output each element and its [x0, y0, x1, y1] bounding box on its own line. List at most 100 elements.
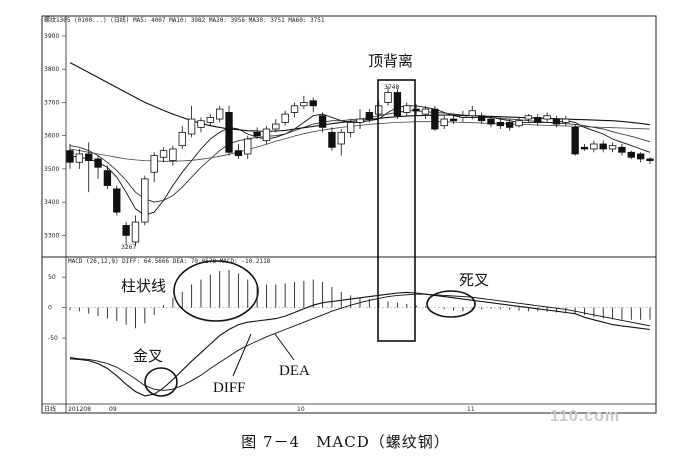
price-panel-header: 螺纹1305 (0100...) (日线) MA5: 4007 MA10: 39… — [44, 16, 325, 24]
histogram-label: 柱状线 — [121, 277, 166, 295]
candle — [384, 86, 392, 106]
candle-body-up — [262, 128, 271, 142]
candle-body-down — [627, 151, 635, 158]
macd-y-ticks: 500-50 — [48, 274, 66, 342]
candle-body-down — [113, 188, 121, 213]
candle-body-up — [543, 115, 551, 120]
candle — [421, 105, 430, 120]
candle-body-up — [131, 221, 140, 243]
candle — [636, 152, 645, 163]
price-tick-label-6: 3300 — [44, 232, 59, 239]
price-tick-label-3: 3600 — [44, 133, 59, 140]
candle — [571, 124, 579, 156]
candle — [356, 109, 364, 130]
watermark-logo: 110.com — [550, 408, 621, 425]
candle — [103, 165, 112, 189]
golden-cross-ellipse — [144, 367, 178, 397]
candle-body-down — [328, 131, 336, 148]
candle-body-up — [141, 178, 149, 223]
candle-body-down — [234, 150, 243, 157]
macd-lines — [69, 291, 651, 397]
candle-body-up — [187, 118, 196, 135]
candle-body-up — [337, 131, 345, 145]
candle-body-down — [253, 131, 261, 137]
candle-body-up — [178, 131, 186, 147]
candle-body-up — [281, 113, 289, 123]
candle-body-down — [599, 143, 607, 150]
x-label-0: 201208 — [68, 406, 91, 413]
macd-tick-label-0: 50 — [48, 274, 56, 281]
candle — [150, 152, 158, 183]
candle-body-up — [515, 120, 523, 127]
candle-body-up — [356, 118, 364, 123]
candle — [281, 110, 289, 126]
candle — [468, 105, 476, 120]
candle — [206, 114, 214, 126]
candle-body-up — [216, 108, 224, 120]
candle — [496, 117, 504, 130]
candle-body-up — [459, 115, 467, 118]
candle-body-down — [318, 115, 327, 128]
candle — [225, 105, 233, 156]
candle-body-up — [290, 105, 299, 113]
candle-body-down — [393, 92, 402, 117]
candle-body-down — [66, 150, 74, 163]
candle-body-down — [309, 100, 317, 107]
candle — [113, 185, 121, 216]
candle-body-up — [272, 123, 280, 130]
histogram-ellipse — [173, 260, 259, 322]
candle — [618, 143, 626, 156]
candle — [328, 127, 336, 151]
candle — [66, 143, 74, 169]
candle — [94, 155, 102, 179]
candle-body-up — [524, 115, 533, 120]
price-tick-label-1: 3800 — [44, 66, 59, 73]
candlestick-series — [66, 86, 654, 247]
candle — [234, 143, 243, 159]
candle-body-down — [449, 118, 458, 122]
candle-body-up — [440, 118, 448, 127]
candle — [459, 110, 467, 123]
candle — [197, 117, 205, 133]
diff-line — [69, 291, 651, 397]
candle — [75, 148, 84, 169]
candle — [506, 119, 514, 131]
date-strip-corner-label: 日线 — [44, 405, 56, 413]
candle-body-down — [618, 146, 626, 153]
candle-body-down — [571, 126, 579, 155]
candle-body-down — [94, 158, 102, 168]
candle-body-up — [608, 145, 617, 150]
candle — [627, 150, 635, 159]
candle-body-down — [122, 225, 130, 236]
candle — [216, 105, 224, 123]
x-label-2: 10 — [297, 406, 305, 413]
candle-body-up — [590, 143, 598, 150]
candle — [131, 215, 140, 247]
candle — [169, 145, 177, 166]
candle-body-down — [365, 112, 374, 120]
candle — [449, 115, 458, 125]
dea-line — [69, 293, 651, 391]
candle-body-up — [562, 118, 570, 123]
candle-body-up — [300, 102, 308, 107]
candle — [562, 115, 570, 126]
x-label-3: 11 — [467, 406, 475, 413]
candle — [646, 157, 654, 164]
candle-body-down — [487, 118, 495, 125]
candle — [159, 147, 168, 163]
dea-label: DEA — [279, 363, 310, 379]
candle — [403, 102, 411, 116]
candle-body-down — [534, 116, 542, 123]
candle — [262, 125, 271, 144]
figure-caption: 图 7－4 MACD（螺纹钢） — [241, 433, 450, 451]
candle — [412, 104, 420, 116]
candle-body-down — [636, 153, 645, 160]
candle-body-down — [496, 121, 504, 127]
low-price-label: 3267 — [121, 244, 136, 251]
candle-body-down — [412, 108, 420, 112]
candle — [440, 115, 448, 130]
candle-body-up — [421, 108, 430, 115]
candle-body-up — [169, 148, 177, 162]
candle — [543, 112, 551, 123]
